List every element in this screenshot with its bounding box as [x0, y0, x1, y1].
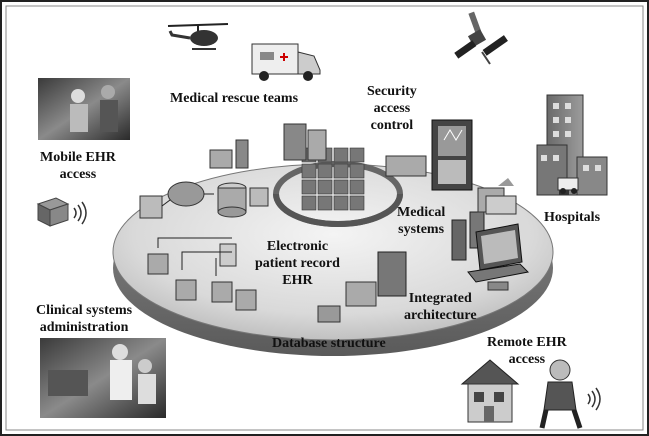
label-mobile-ehr-access: Mobile EHR access: [40, 149, 116, 183]
wireless-device-icon: [485, 178, 517, 215]
satellite-icon: [454, 11, 508, 65]
label-medical-rescue-teams-text: Medical rescue teams: [170, 91, 299, 106]
label-security-line1: Security: [367, 84, 417, 99]
label-remote-ehr-access: Remote EHR access: [487, 334, 567, 368]
label-epr-line1: Electronic: [266, 239, 329, 254]
xray-panel-icon: [385, 119, 473, 191]
label-integrated-line2: architecture: [404, 308, 477, 323]
label-medical-rescue-teams: Medical rescue teams: [170, 90, 298, 107]
label-medical-systems-line1: Medical: [397, 205, 446, 220]
lab-photo-icon: [40, 338, 166, 418]
inner-border: [5, 5, 644, 431]
network-node-icon: [147, 237, 257, 311]
label-hospitals: Hospitals: [544, 209, 600, 226]
label-remote-line2: access: [508, 352, 546, 367]
laptop-icon: [467, 223, 530, 283]
label-electronic-patient-record: Electronic patient record EHR: [255, 238, 340, 289]
label-epr-line3: EHR: [282, 273, 313, 288]
ambulance-icon: [251, 43, 321, 81]
label-hospitals-text: Hospitals: [544, 210, 601, 225]
label-clinical-line1: Clinical systems: [36, 303, 133, 318]
label-mobile-line2: access: [59, 167, 97, 182]
doctors-photo-icon: [38, 78, 130, 140]
helicopter-icon: [167, 23, 229, 50]
label-mobile-line1: Mobile EHR: [40, 150, 116, 165]
label-clinical-line2: administration: [39, 320, 129, 335]
label-clinical-systems-administration: Clinical systems administration: [36, 302, 132, 336]
house-icon: [460, 359, 520, 423]
phone-icon: [487, 281, 509, 291]
label-medical-systems: Medical systems: [397, 204, 445, 238]
wireless-device-icon: [36, 197, 87, 227]
ambulance-icon: [557, 177, 579, 194]
database-icon: [217, 182, 269, 218]
label-security-access-control: Security access control: [367, 83, 417, 134]
label-integrated-architecture: Integrated architecture: [404, 290, 477, 324]
label-database-structure-text: Database structure: [272, 336, 386, 351]
label-epr-line2: patient record: [255, 256, 340, 271]
label-database-structure: Database structure: [272, 335, 386, 352]
network-node-icon: [139, 139, 249, 219]
ehr-cube-icon: [273, 147, 403, 227]
server-icon: [283, 123, 407, 323]
label-security-line3: control: [370, 118, 414, 133]
label-remote-line1: Remote EHR: [487, 335, 567, 350]
label-security-line2: access: [373, 101, 411, 116]
label-integrated-line1: Integrated: [408, 291, 472, 306]
remote-user-icon: [539, 359, 601, 429]
label-medical-systems-line2: systems: [398, 222, 445, 237]
